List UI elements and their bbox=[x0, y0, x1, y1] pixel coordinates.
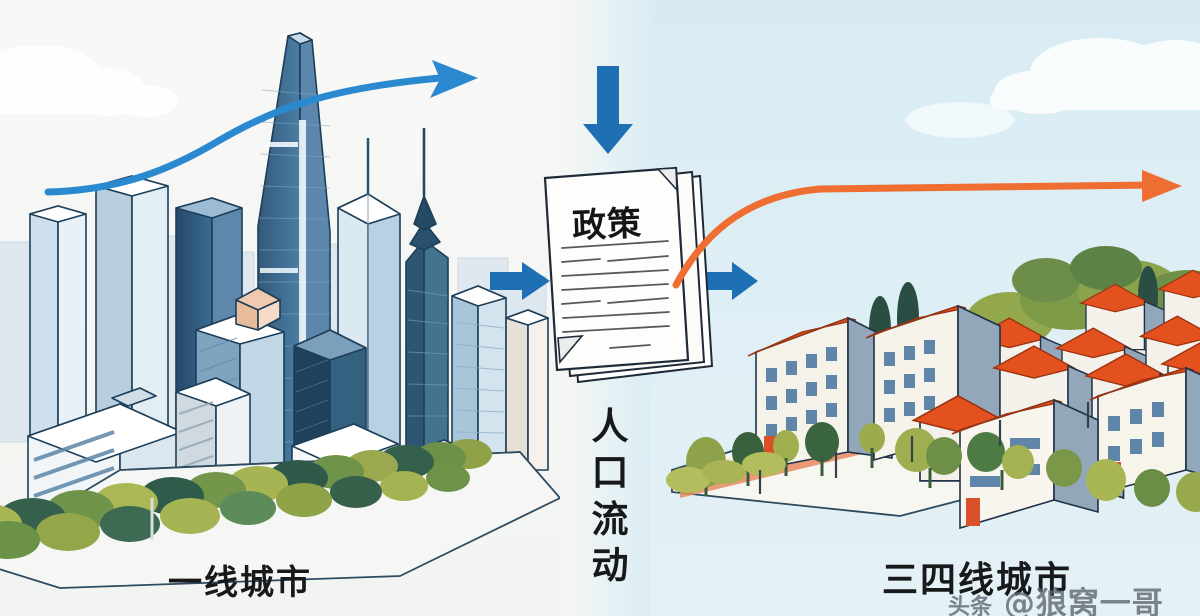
document-title: 政策 bbox=[571, 203, 643, 247]
watermark-prefix: 头条 bbox=[948, 595, 993, 616]
trend-up-arrow-icon bbox=[44, 60, 478, 196]
right-city-label: 三四线城市 bbox=[882, 560, 1073, 601]
arrow-down-icon bbox=[583, 66, 633, 154]
arrow-right-icon-left bbox=[490, 262, 550, 300]
watermark-handle: @狼窝一哥 bbox=[1003, 586, 1164, 616]
flow-right-arrow-icon bbox=[672, 170, 1182, 289]
arrow-right-icon-right bbox=[704, 262, 758, 300]
watermark: 头条 @狼窝一哥 bbox=[948, 578, 1164, 616]
population-flow-label: 人口流动 bbox=[591, 405, 629, 587]
policy-document-icon bbox=[543, 166, 714, 384]
left-city-label: 一线城市 bbox=[168, 563, 312, 603]
